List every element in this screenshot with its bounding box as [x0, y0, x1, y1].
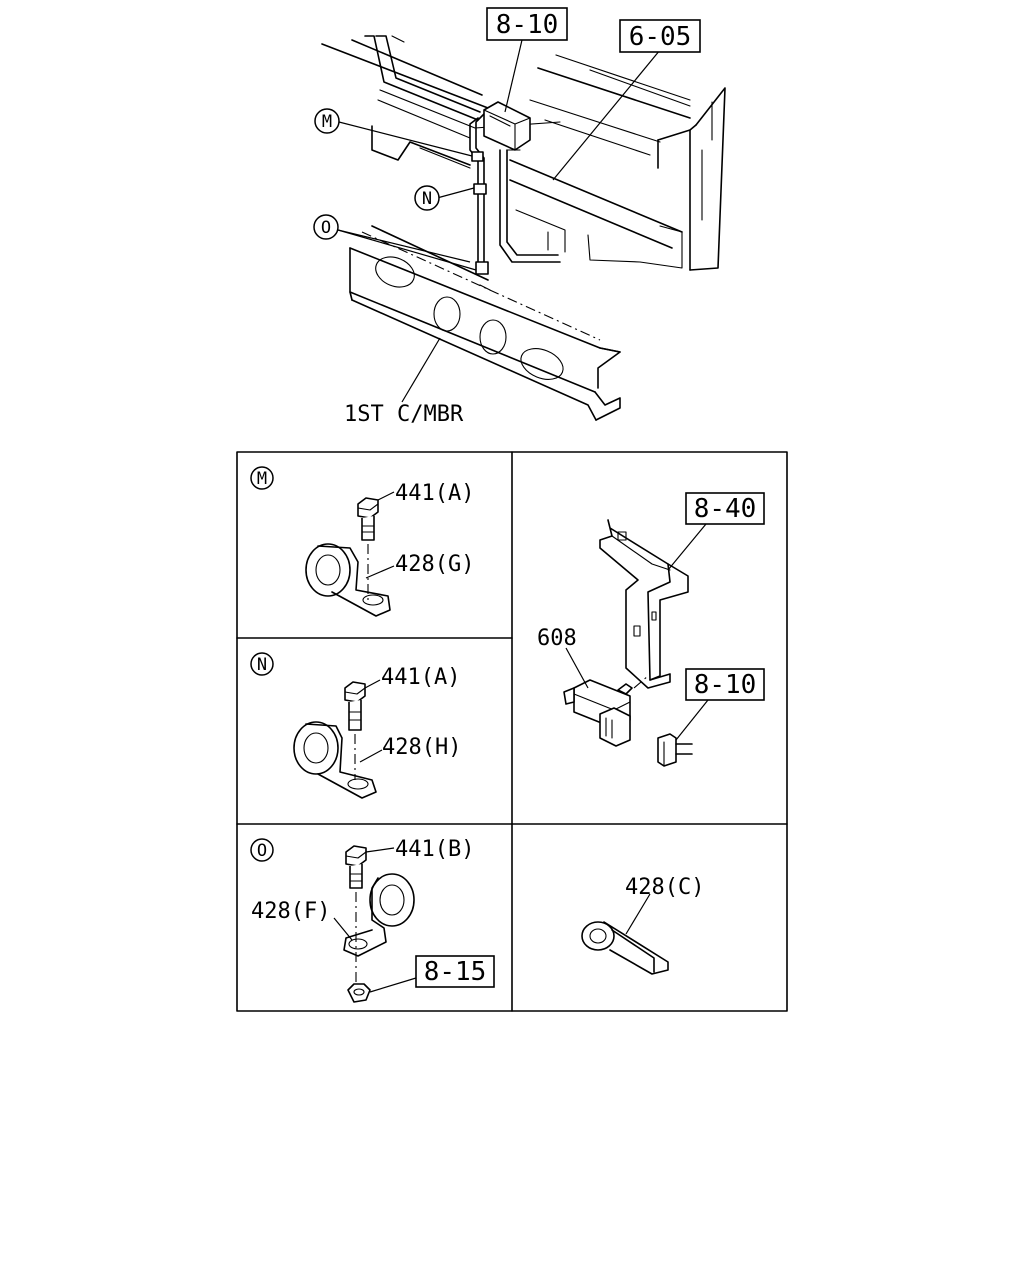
overview-leaders	[337, 39, 661, 403]
bolt-label-m: 441(A)	[395, 481, 474, 506]
ref-8-15-label: 8-15	[424, 957, 487, 987]
ref-box-6-05: 6-05	[619, 19, 701, 53]
detail-m-letter: M	[257, 469, 267, 489]
detail-bracket: 8-40 8-10 608	[537, 492, 765, 767]
detail-m: M 441(A) 428(G)	[250, 466, 474, 617]
clip-428f	[343, 873, 415, 957]
ref-box-8-10-top: 8-10	[486, 7, 568, 41]
clip-label-c: 428(C)	[625, 875, 704, 900]
first-cross-member	[349, 225, 621, 421]
callout-m: M	[314, 108, 340, 134]
bolt-441b	[345, 845, 367, 990]
nut-8-15	[347, 983, 371, 1003]
switch-unit-top	[483, 101, 531, 151]
ref-8-10-top-label: 8-10	[496, 10, 559, 40]
clip-label-o: 428(F)	[251, 899, 330, 924]
callout-o-letter: O	[321, 218, 331, 238]
callout-n: N	[414, 185, 440, 211]
ref-8-10-detail-label: 8-10	[694, 670, 757, 700]
ref-box-8-40: 8-40	[685, 492, 765, 525]
callout-o: O	[313, 214, 339, 240]
clip-label-n: 428(H)	[382, 735, 461, 760]
harness-wiring	[364, 35, 561, 275]
clip-428c	[581, 921, 669, 975]
switch-label-608: 608	[537, 626, 577, 651]
detail-clip-c: 428(C)	[581, 875, 704, 975]
connector-8-10	[657, 733, 693, 767]
bolt-441a-n	[344, 681, 366, 780]
detail-o: O 441(B) 428(F) 8-15	[250, 837, 495, 1003]
callout-m-letter: M	[322, 112, 332, 132]
switch-608	[563, 675, 649, 747]
clip-428g	[305, 543, 391, 617]
bolt-441a-m	[357, 497, 379, 600]
overview-illustration: 8-10 6-05 M N O 1ST C/MBR	[313, 7, 726, 427]
callout-n-letter: N	[422, 189, 432, 209]
ref-box-8-15: 8-15	[415, 955, 495, 988]
ref-8-40-label: 8-40	[694, 494, 757, 524]
ref-6-05-label: 6-05	[629, 22, 692, 52]
bracket-8-40	[599, 519, 689, 689]
cab-body-sketch	[321, 39, 726, 271]
cross-member-label: 1ST C/MBR	[344, 402, 464, 427]
detail-o-letter: O	[257, 841, 267, 861]
clip-label-m: 428(G)	[395, 552, 474, 577]
bolt-label-n: 441(A)	[381, 665, 460, 690]
detail-n-letter: N	[257, 655, 267, 675]
detail-grid	[236, 451, 788, 1012]
bolt-label-o: 441(B)	[395, 837, 474, 862]
clip-428h	[293, 721, 377, 799]
detail-n: N 441(A) 428(H)	[250, 652, 461, 799]
ref-box-8-10-detail: 8-10	[685, 668, 765, 701]
